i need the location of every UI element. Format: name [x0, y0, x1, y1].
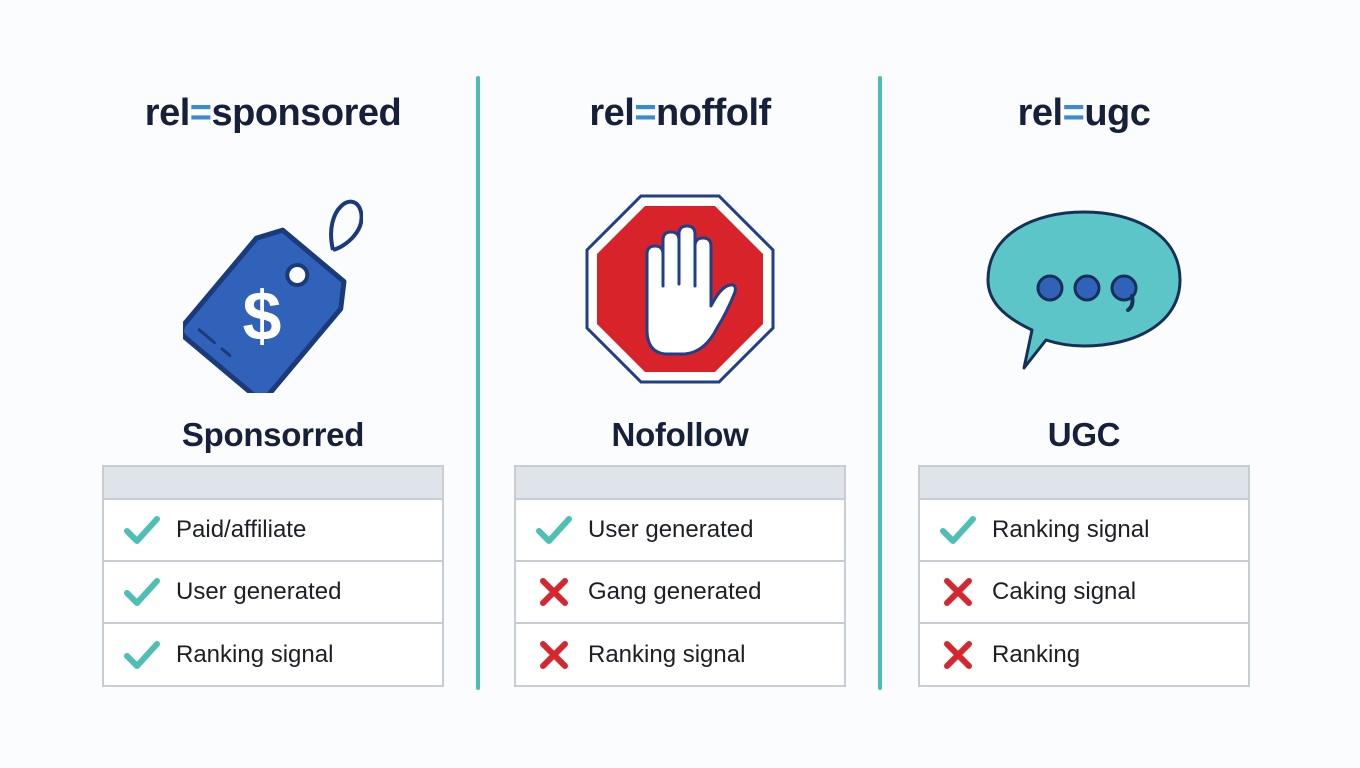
row-text: Gang generated: [588, 578, 762, 605]
table-row: Ranking signal: [104, 624, 442, 685]
row-text: Ranking signal: [176, 640, 334, 668]
attribute-table: User generated Gang generated Ranking si…: [514, 465, 846, 687]
title-value: ugc: [1084, 92, 1151, 134]
row-text: Ranking signal: [992, 516, 1150, 543]
attribute-label: Nofollow: [611, 416, 749, 453]
table-header: [516, 467, 844, 500]
row-text: Caking signal: [992, 578, 1137, 605]
cross-icon: [938, 637, 978, 673]
column-divider: [476, 76, 480, 690]
table-row: Ranking signal: [920, 500, 1248, 562]
column-nofollow: rel=noffolf Nofollow User generated: [514, 0, 846, 768]
table-header: [920, 467, 1248, 500]
attribute-title: rel=noffolf: [514, 92, 846, 135]
column-sponsored: rel=sponsored $ Sponsorred Paid/affiliat…: [102, 0, 444, 768]
row-text: Ranking: [992, 640, 1081, 668]
title-prefix: rel: [144, 92, 190, 134]
check-icon: [122, 574, 162, 610]
table-header: [104, 467, 442, 500]
price-tag-dollar-icon: $: [183, 199, 363, 393]
check-icon: [122, 637, 162, 673]
cross-icon: [534, 637, 574, 673]
title-equals: =: [189, 92, 212, 134]
table-row: User generated: [104, 562, 442, 624]
row-text: Paid/affiliate: [176, 516, 307, 543]
stop-hand-icon: [585, 194, 775, 384]
table-row: Ranking signal: [516, 624, 844, 685]
attribute-label: Sponsorred: [181, 416, 365, 453]
row-text: User generated: [588, 516, 754, 543]
table-row: Caking signal: [920, 562, 1248, 624]
attribute-title: rel=sponsored: [102, 92, 444, 135]
svg-text:$: $: [242, 277, 281, 355]
title-equals: =: [634, 92, 657, 134]
attribute-label: UGC: [1047, 416, 1121, 453]
table-row: Ranking: [920, 624, 1248, 685]
check-icon: [534, 512, 574, 548]
check-icon: [938, 512, 978, 548]
row-text: Ranking signal: [588, 640, 746, 668]
cross-icon: [534, 574, 574, 610]
column-ugc: rel=ugc UGC Ranking signal: [918, 0, 1250, 768]
attribute-title: rel=ugc: [918, 92, 1250, 135]
attribute-table: Paid/affiliate User generated Ranking si…: [102, 465, 444, 687]
table-row: User generated: [516, 500, 844, 562]
title-equals: =: [1062, 92, 1085, 134]
table-row: Paid/affiliate: [104, 500, 442, 562]
column-divider: [878, 76, 882, 690]
row-text: User generated: [176, 578, 342, 605]
title-value: sponsored: [211, 92, 402, 134]
title-prefix: rel: [589, 92, 635, 134]
cross-icon: [938, 574, 978, 610]
title-value: noffolf: [656, 92, 771, 134]
attribute-table: Ranking signal Caking signal Ranking: [918, 465, 1250, 687]
speech-bubble-icon: [986, 210, 1182, 370]
check-icon: [122, 512, 162, 548]
table-row: Gang generated: [516, 562, 844, 624]
title-prefix: rel: [1017, 92, 1063, 134]
